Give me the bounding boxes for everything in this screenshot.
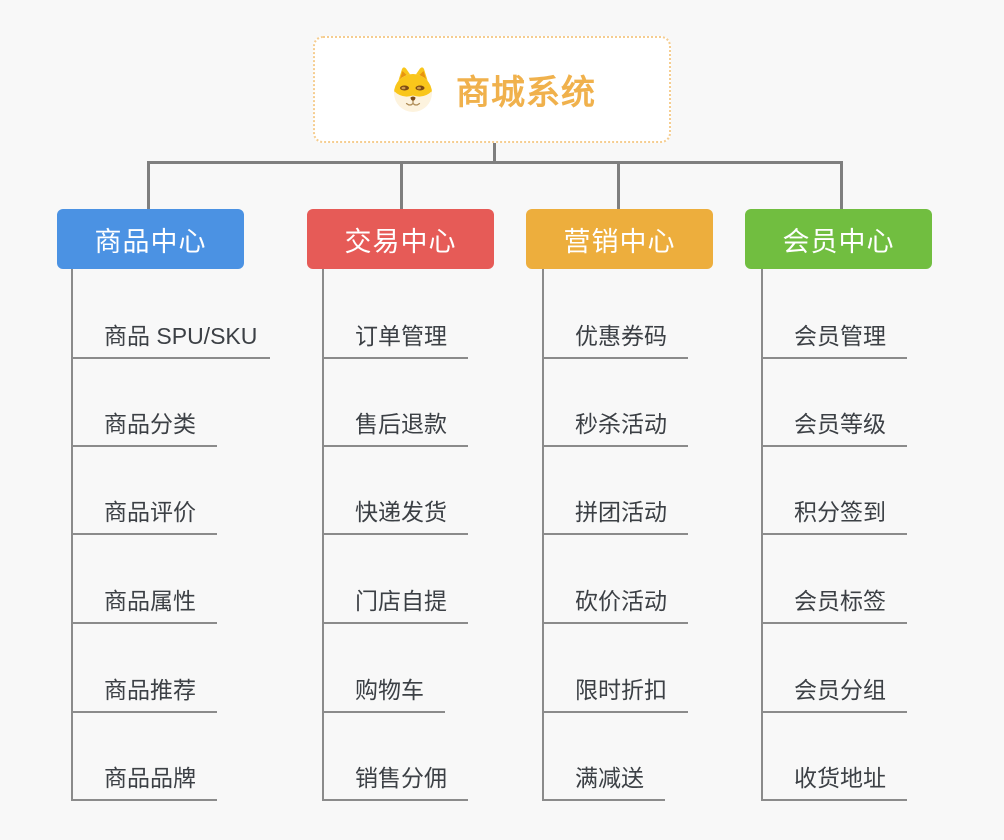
branch-header-label: 商品中心 xyxy=(94,226,207,257)
leaf-node[interactable]: 订单管理 xyxy=(322,322,468,359)
connector-drop-trade xyxy=(400,161,403,209)
leaf-node[interactable]: 快递发货 xyxy=(322,498,468,535)
root-title: 商城系统 xyxy=(456,74,596,112)
leaf-node[interactable]: 会员管理 xyxy=(761,322,907,359)
branch-header-label: 交易中心 xyxy=(344,226,457,257)
root-node-mall-system[interactable]: 商城系统 xyxy=(313,36,671,143)
branch-column-trade: 订单管理 售后退款 快递发货 门店自提 购物车 销售分佣 xyxy=(322,269,582,829)
leaf-node[interactable]: 会员标签 xyxy=(761,587,907,624)
leaf-node[interactable]: 门店自提 xyxy=(322,587,468,624)
leaf-node[interactable]: 积分签到 xyxy=(761,498,907,535)
branch-header-trade-center[interactable]: 交易中心 xyxy=(307,209,494,269)
leaf-node[interactable]: 优惠券码 xyxy=(542,322,688,359)
branch-column-marketing: 优惠券码 秒杀活动 拼团活动 砍价活动 限时折扣 满减送 xyxy=(542,269,802,829)
branch-header-member-center[interactable]: 会员中心 xyxy=(745,209,932,269)
leaf-node[interactable]: 限时折扣 xyxy=(542,676,688,713)
leaf-node[interactable]: 商品 SPU/SKU xyxy=(71,322,271,359)
leaf-node[interactable]: 购物车 xyxy=(322,676,445,713)
leaf-node[interactable]: 商品属性 xyxy=(71,587,217,624)
leaf-node[interactable]: 商品评价 xyxy=(71,498,217,535)
leaf-node[interactable]: 砍价活动 xyxy=(542,587,688,624)
leaf-node[interactable]: 商品分类 xyxy=(71,410,217,447)
leaf-node[interactable]: 商品推荐 xyxy=(71,676,217,713)
leaf-node[interactable]: 会员分组 xyxy=(761,676,907,713)
branch-header-label: 会员中心 xyxy=(782,226,895,257)
dog-face-icon xyxy=(394,66,432,112)
connector-root-stub xyxy=(493,143,496,164)
leaf-node[interactable]: 商品品牌 xyxy=(71,764,217,801)
connector-drop-product xyxy=(147,161,150,209)
leaf-node[interactable]: 拼团活动 xyxy=(542,498,688,535)
connector-drop-marketing xyxy=(617,161,620,209)
leaf-node[interactable]: 销售分佣 xyxy=(322,764,468,801)
leaf-node[interactable]: 收货地址 xyxy=(761,764,907,801)
connector-bus xyxy=(147,161,843,164)
leaf-node[interactable]: 售后退款 xyxy=(322,410,468,447)
leaf-node[interactable]: 秒杀活动 xyxy=(542,410,688,447)
leaf-node[interactable]: 满减送 xyxy=(542,764,665,801)
branch-header-label: 营销中心 xyxy=(563,226,676,257)
branch-header-product-center[interactable]: 商品中心 xyxy=(57,209,244,269)
branch-column-product: 商品 SPU/SKU 商品分类 商品评价 商品属性 商品推荐 商品品牌 xyxy=(71,269,331,829)
connector-drop-member xyxy=(840,161,843,209)
branch-column-member: 会员管理 会员等级 积分签到 会员标签 会员分组 收货地址 xyxy=(761,269,1004,829)
leaf-node[interactable]: 会员等级 xyxy=(761,410,907,447)
branch-header-marketing-center[interactable]: 营销中心 xyxy=(526,209,713,269)
